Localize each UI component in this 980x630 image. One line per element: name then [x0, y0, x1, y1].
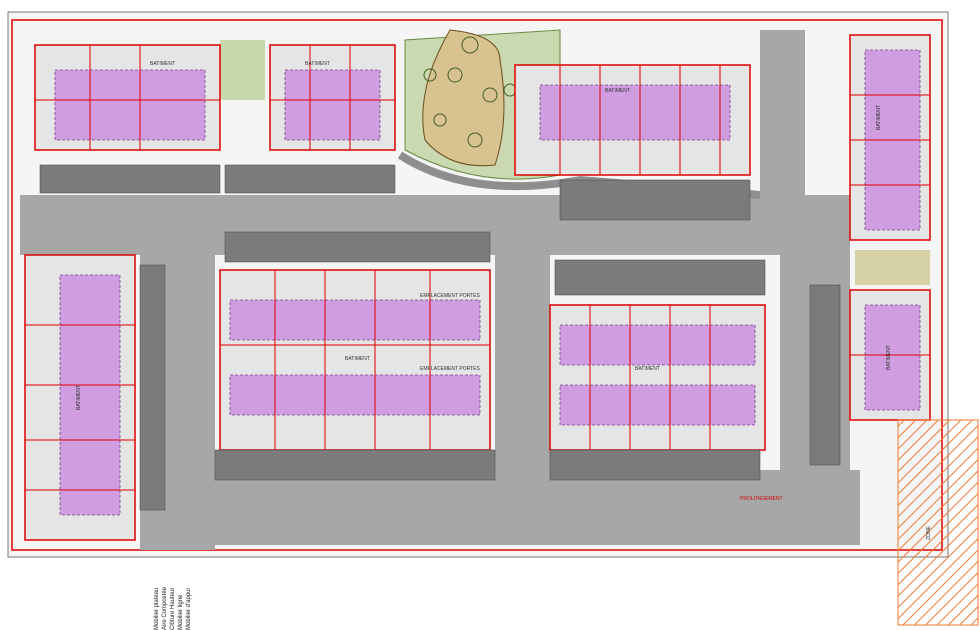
road-bottom: [140, 470, 860, 545]
road-network: [20, 30, 860, 550]
building-left: [24, 254, 136, 541]
green-strip-right: [855, 250, 930, 285]
legend-line-3: Clôture Hauteur: [170, 587, 176, 630]
emplacement-label-2: EMPLACEMENT PORTES: [420, 366, 480, 372]
legend-line-5: Mobilier d'appui: [186, 588, 192, 630]
sand-play-area: [422, 29, 505, 167]
bat-center-label: BATIMENT: [345, 356, 370, 362]
legend-line-1: Mobilier plateau: [154, 587, 160, 630]
building-far-right: [849, 34, 931, 241]
legend: Mobilier plateau Aire Compostée Clôture …: [150, 575, 220, 630]
building-top-middle: [269, 44, 396, 151]
building-center-right: [549, 304, 766, 451]
parking-rows: [39, 164, 841, 511]
green-strip-top: [220, 40, 265, 100]
hatched-zone: [897, 419, 979, 626]
prolongement-label: PROLONGEMENT: [740, 496, 783, 502]
building-top-left: [34, 44, 221, 151]
bat-top-mid-label: BATIMENT: [305, 61, 330, 67]
legend-line-4: Mobilier ligne: [178, 594, 184, 630]
legend-line-2: Aire Compostée: [162, 586, 168, 630]
emplacement-label-1: EMPLACEMENT PORTES: [420, 293, 480, 299]
bat-far-right-label: BATIMENT: [876, 105, 882, 130]
bat-center-right-label: BATIMENT: [635, 366, 660, 372]
road-top-right-access: [760, 30, 805, 225]
building-right-lower: [849, 289, 931, 421]
bat-left-label: BATIMENT: [76, 385, 82, 410]
property-boundary: [11, 19, 943, 551]
bat-right-lower-label: BATIMENT: [886, 345, 892, 370]
building-center: [219, 269, 491, 451]
zone-label: ZONE: [926, 525, 932, 540]
bat-top-left-label: BATIMENT: [150, 61, 175, 67]
building-top-right: [514, 64, 751, 176]
bat-top-right-label: BATIMENT: [605, 88, 630, 94]
